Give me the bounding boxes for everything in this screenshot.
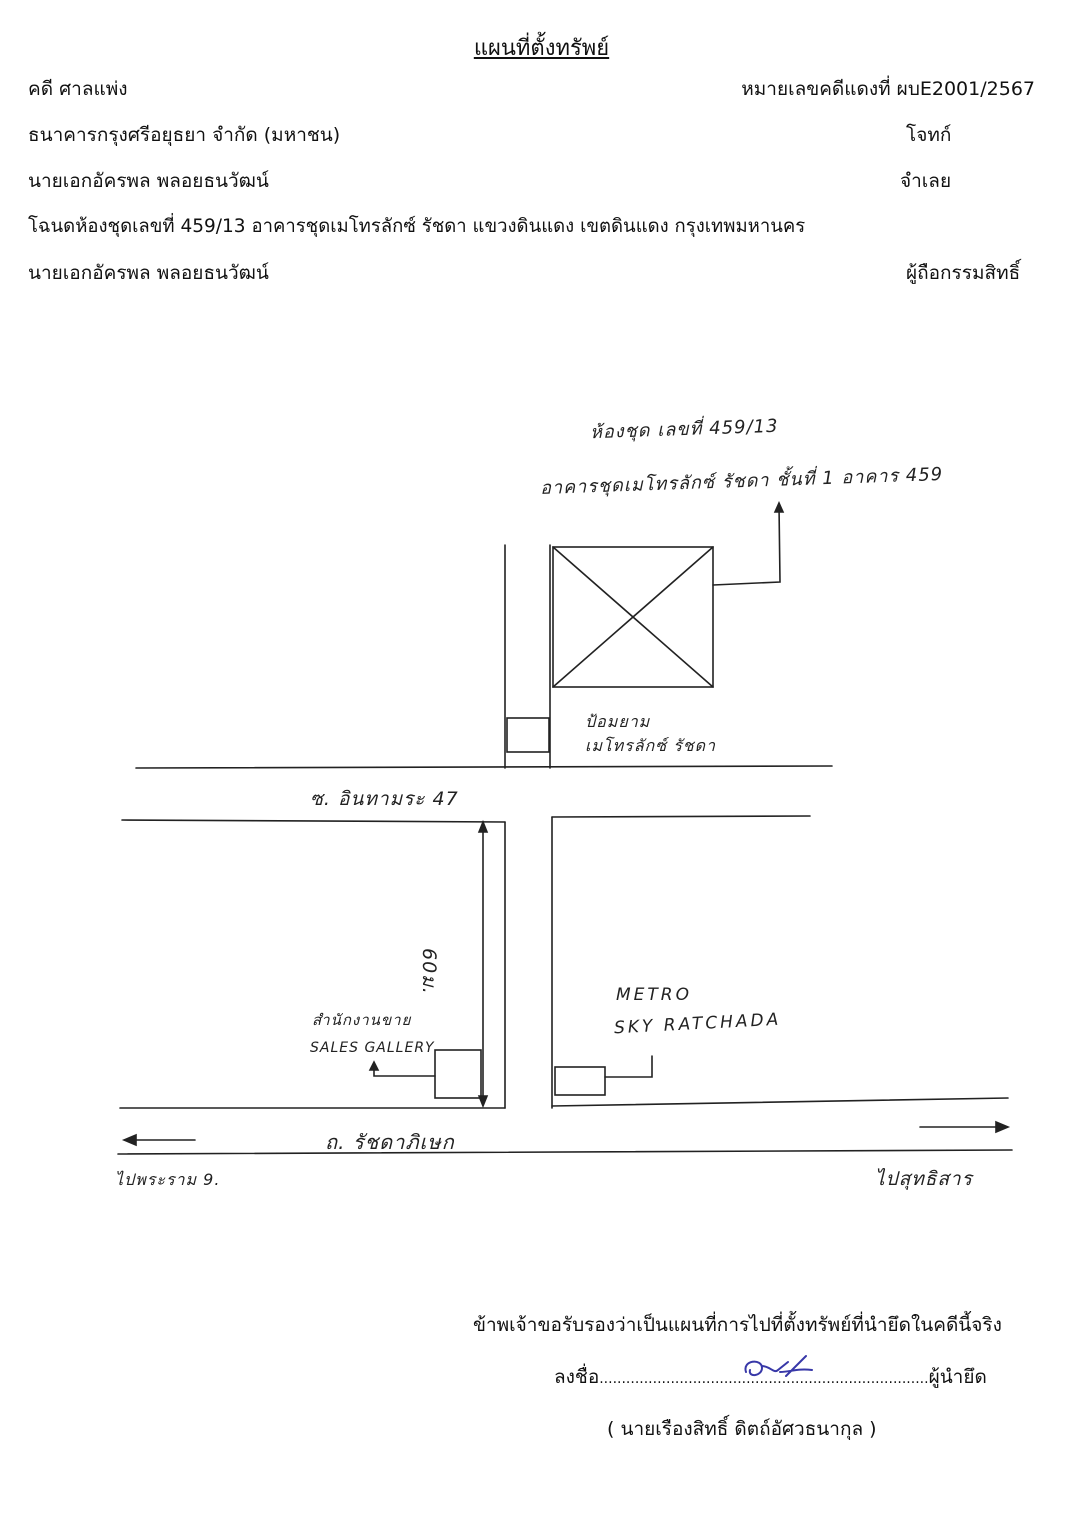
left-arrow-head (121, 1133, 137, 1147)
sign-dots: ........................................… (599, 1371, 929, 1387)
distance-label: 60ม. (418, 948, 440, 995)
metro-label-1: METRO (616, 985, 692, 1005)
deed-line: โฉนดห้องชุดเลขที่ 459/13 อาคารชุดเมโทรลั… (28, 216, 806, 237)
defendant-role: จำเลย (900, 170, 952, 192)
soi-top-edge (135, 765, 833, 769)
certification-text: ข้าพเจ้าขอรับรองว่าเป็นแผนที่การไปที่ตั้… (473, 1314, 1002, 1336)
sales-office-leader-arrow (368, 1060, 380, 1071)
handwritten-signature (744, 1355, 813, 1377)
guard-booth-label-1: ป้อมยาม (585, 712, 651, 731)
metro-leader (604, 1055, 653, 1078)
owner-role: ผู้ถือกรรมสิทธิ์ (906, 262, 1021, 284)
soi-bottom-edge-right (551, 815, 811, 818)
sales-office-box (434, 1049, 482, 1099)
defendant-name: นายเอกอัครพล พลอยธนวัฒน์ (28, 170, 269, 192)
building-leader-arrow (773, 501, 785, 513)
main-road-bottom (117, 1149, 1013, 1155)
distance-arrow-top (477, 819, 489, 833)
guard-booth-label-2: เมโทรลักซ์ รัชดา (585, 736, 717, 755)
guard-booth (506, 717, 550, 753)
condo-building (552, 546, 714, 688)
sales-office-label-thai: สำนักงานขาย (312, 1011, 412, 1029)
owner-name: นายเอกอัครพล พลอยธนวัฒน์ (28, 262, 269, 284)
plaintiff-role: โจทก์ (906, 124, 952, 146)
right-direction-label: ไปสุทธิสาร (875, 1168, 973, 1190)
building-leader (712, 504, 781, 586)
sales-office-leader (373, 1063, 436, 1077)
metro-box (554, 1066, 606, 1096)
left-direction-label: ไปพระราม 9. (115, 1170, 221, 1189)
case-type: คดี ศาลแพ่ง (28, 78, 128, 100)
building-cross-b (552, 546, 714, 688)
case-number: หมายเลขคดีแดงที่ ผบE2001/2567 (741, 78, 1035, 100)
sign-role: ผู้นำยึด (928, 1366, 987, 1388)
plaintiff-name: ธนาคารกรุงศรีอยุธยา จำกัด (มหาชน) (28, 124, 341, 146)
signature-line: ลงชื่อ..................................… (554, 1368, 987, 1387)
page-title: แผนที่ตั้งทรัพย์ (473, 36, 610, 61)
right-arrow-head (995, 1120, 1011, 1134)
sign-prefix: ลงชื่อ (554, 1366, 600, 1388)
main-road-label: ถ. รัชดาภิเษก (325, 1130, 455, 1154)
soi-bottom-edge-left (121, 819, 506, 823)
signer-name: ( นายเรืองสิทธิ์ ดิตถ์อัศวธนากุล ) (607, 1418, 877, 1440)
soi-label: ซ. อินทามระ 47 (310, 788, 459, 810)
sales-office-label-en: SALES GALLERY (310, 1040, 435, 1056)
main-road-top-right (551, 1097, 1009, 1107)
